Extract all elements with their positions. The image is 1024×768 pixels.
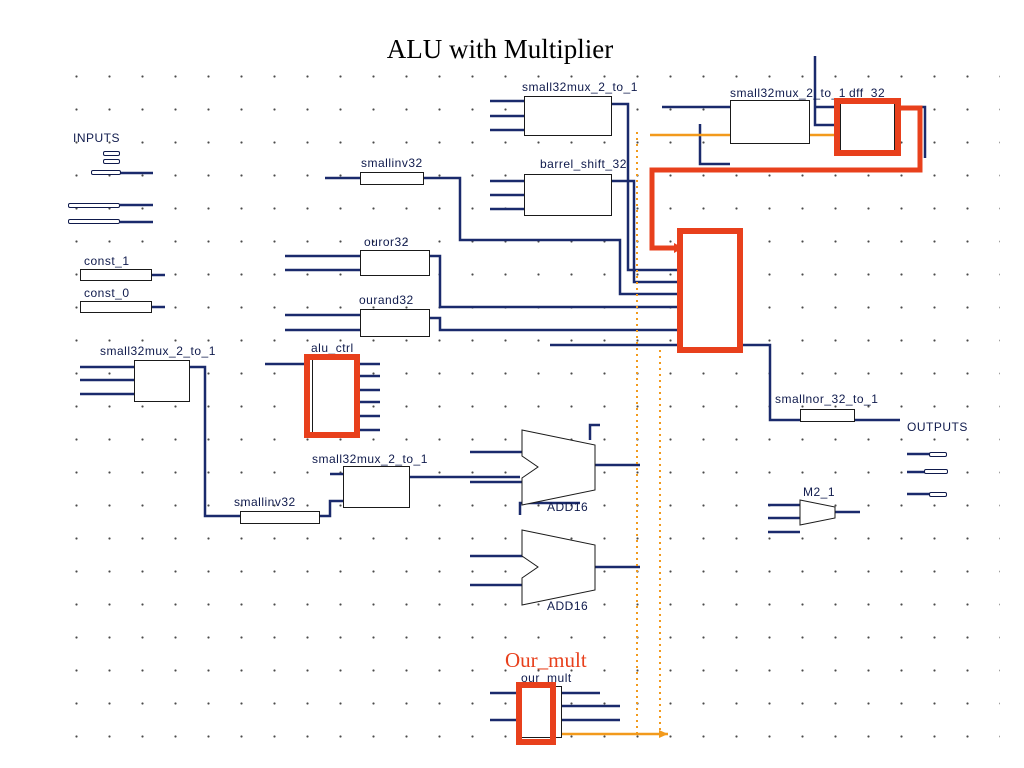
and32-label: ourand32: [359, 293, 414, 307]
add-a-label: ADD16: [547, 500, 589, 514]
output-port: [929, 452, 947, 457]
mux-mid-label: small32mux_2_to_1: [312, 452, 428, 466]
const0-block: [80, 301, 152, 313]
and32-block: [360, 309, 430, 337]
outputs-label: OUTPUTS: [907, 420, 968, 434]
inv-bottom-block: [240, 511, 320, 524]
input-port: [103, 151, 120, 156]
dotted-wires: [636, 132, 661, 734]
adder-shapes: [521, 429, 836, 606]
mux-left-block: [134, 360, 190, 402]
arrowheads: [659, 131, 843, 738]
const0-label: const_0: [84, 286, 130, 300]
mult-label: our_mult: [521, 671, 572, 685]
mult-annotation: Our_mult: [505, 648, 587, 672]
mux-right-label: small32mux_2_to_1: [730, 86, 846, 100]
mult-highlight: [516, 682, 556, 745]
output-port: [924, 469, 948, 474]
grid-dots: [60, 60, 1000, 740]
input-port: [68, 203, 120, 208]
nor-label: smallnor_32_to_1: [775, 392, 879, 406]
output-port: [929, 492, 947, 497]
alu-ctrl-highlight: [304, 354, 360, 438]
inv-top-label: smallinv32: [361, 156, 423, 170]
mux-top-block: [524, 96, 612, 136]
mux-top-label: small32mux_2_to_1: [522, 80, 638, 94]
nor-block: [800, 409, 855, 422]
mux-right-block: [730, 100, 810, 144]
red-feedback-wire: [649, 105, 923, 251]
page-title: ALU with Multiplier: [386, 34, 614, 64]
big-mux-highlight: [677, 228, 743, 353]
inv-bottom-label: smallinv32: [234, 495, 296, 509]
or32-label: ouror32: [364, 235, 409, 249]
input-port: [103, 159, 120, 164]
or32-block: [360, 250, 430, 276]
const1-label: const_1: [84, 254, 130, 268]
dff-highlight: [834, 98, 901, 156]
mux-mid-block: [343, 466, 410, 508]
dff-label: dff_32: [849, 86, 886, 100]
m2-label: M2_1: [803, 485, 836, 499]
barrel-block: [524, 174, 612, 216]
input-port: [68, 219, 120, 224]
alu-ctrl-label: alu_ctrl: [311, 341, 354, 355]
input-port: [91, 170, 121, 175]
mux-left-label: small32mux_2_to_1: [100, 344, 216, 358]
inv-top-block: [360, 172, 424, 185]
inputs-label: INPUTS: [73, 131, 121, 145]
const1-block: [80, 269, 152, 281]
orange-wires: [560, 133, 840, 736]
barrel-label: barrel_shift_32: [540, 157, 627, 171]
add-b-label: ADD16: [547, 599, 589, 613]
dff-block: [840, 100, 895, 152]
